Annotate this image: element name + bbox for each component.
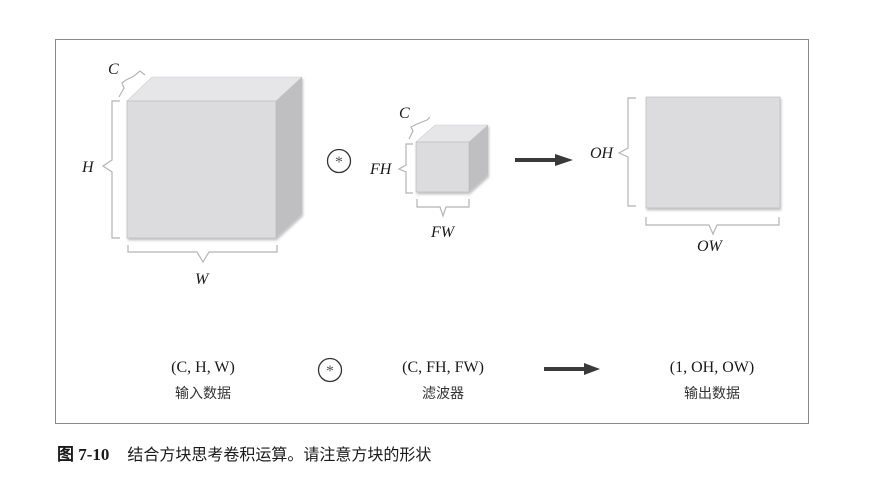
convolution-operator-icon: * [326, 148, 352, 174]
input-height-brace [101, 100, 120, 239]
input-cube-top [126, 76, 303, 102]
input-width-label: W [195, 271, 210, 288]
filter-cube-front [415, 141, 470, 193]
figure-caption: 图 7-10 结合方块思考卷积运算。请注意方块的形状 [57, 440, 431, 465]
input-name: 输入数据 [175, 386, 231, 402]
svg-text:*: * [335, 154, 343, 171]
filter-name: 滤波器 [422, 386, 464, 402]
filter-shape-text: (C, FH, FW) [402, 359, 484, 376]
filter-width-brace [416, 199, 470, 218]
figure-frame [55, 39, 809, 424]
input-cube-side [276, 77, 302, 238]
figure-number: 图 7-10 [57, 445, 110, 464]
result-arrow-icon-bottom [544, 363, 600, 375]
output-data-map [645, 96, 781, 209]
output-width-brace [645, 217, 780, 236]
input-width-brace [127, 245, 278, 264]
output-width-label: OW [697, 238, 724, 255]
filter-height-label: FH [369, 161, 393, 178]
caption-text: 结合方块思考卷积运算。请注意方块的形状 [127, 445, 432, 464]
filter-height-brace [397, 143, 413, 194]
input-shape-text: (C, H, W) [171, 359, 235, 376]
convolution-operator-icon-bottom: * [317, 357, 343, 383]
filter-cube-side [469, 125, 488, 192]
input-cube-front [126, 100, 277, 239]
filter-cube [415, 124, 489, 193]
input-data-cube [126, 76, 303, 239]
svg-text:*: * [326, 363, 334, 380]
filter-width-label: FW [430, 224, 456, 241]
input-channel-label: C [108, 61, 119, 78]
filter-channel-label: C [399, 105, 410, 122]
input-channel-brace [118, 70, 146, 98]
result-arrow-icon [515, 154, 573, 166]
output-name: 输出数据 [684, 386, 740, 402]
output-height-brace [617, 97, 636, 207]
output-shape-text: (1, OH, OW) [670, 359, 754, 376]
input-height-label: H [81, 159, 95, 176]
filter-channel-brace [408, 116, 431, 140]
output-height-label: OH [590, 145, 615, 162]
